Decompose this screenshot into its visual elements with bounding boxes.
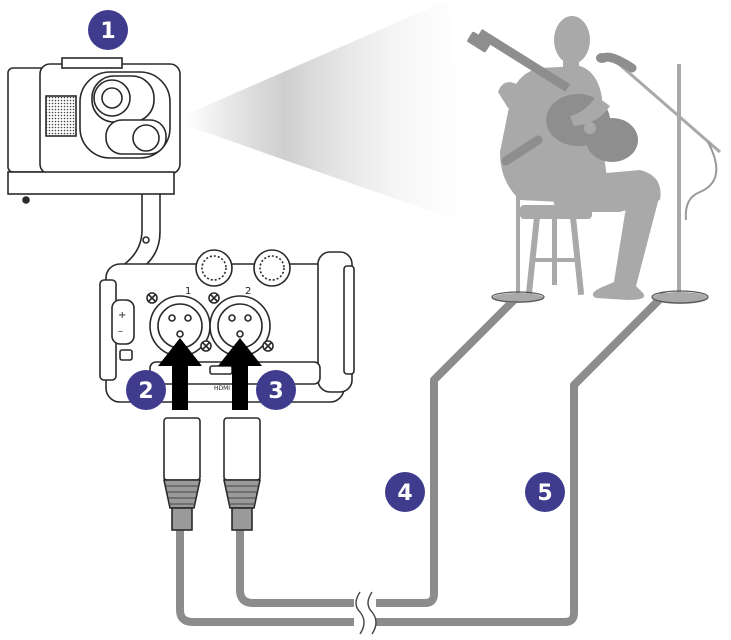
screw-icon	[262, 340, 274, 352]
xlr-plug-icon	[223, 417, 261, 531]
svg-text:5: 5	[537, 481, 552, 506]
svg-text:2: 2	[138, 379, 153, 404]
arrow-up-icon	[218, 338, 262, 410]
callout-badge-3: 3	[256, 370, 296, 410]
xlr-plug-icon	[163, 417, 201, 531]
screw-icon	[146, 292, 158, 304]
svg-text:+: +	[118, 310, 126, 321]
vocal-mic-cable	[176, 292, 667, 626]
camera-mic-capsule	[7, 57, 181, 273]
callout-badge-1: 1	[88, 10, 128, 50]
screw-icon	[208, 292, 220, 304]
svg-text:3: 3	[268, 379, 283, 404]
hdmi-port-label: HDMI	[214, 385, 230, 392]
guitarist-silhouette-icon	[467, 16, 661, 300]
input-1-label: 1	[185, 286, 191, 297]
mic-stand-icon	[491, 135, 545, 303]
arrow-up-icon	[158, 338, 202, 410]
svg-text:4: 4	[397, 481, 412, 506]
svg-text:–: –	[118, 326, 123, 337]
sound-beam	[185, 0, 470, 225]
cable-break-marks	[354, 591, 377, 635]
callout-badge-5: 5	[525, 472, 565, 512]
guitar-mic-cable	[236, 292, 522, 607]
svg-text:1: 1	[100, 19, 115, 44]
callout-badge-4: 4	[385, 472, 425, 512]
screw-icon	[200, 340, 212, 352]
input-2-label: 2	[245, 286, 251, 297]
callout-badge-2: 2	[126, 370, 166, 410]
mic-stand-icon	[596, 52, 721, 304]
